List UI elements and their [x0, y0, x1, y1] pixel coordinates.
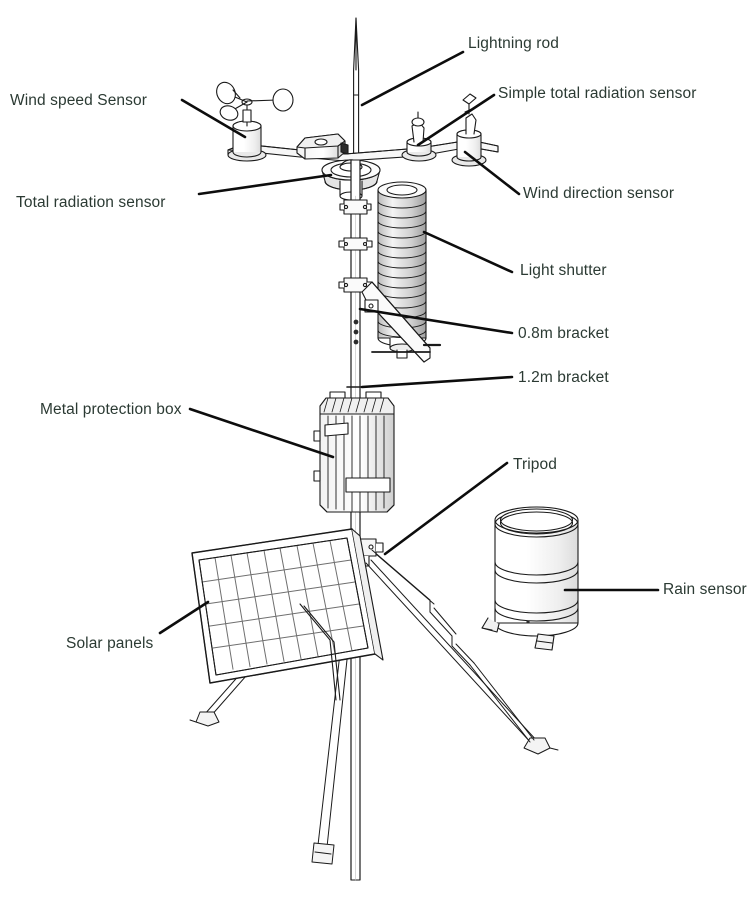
- leader-tripod: [383, 461, 509, 556]
- data-logger-shape: [296, 133, 349, 160]
- label-lightning-rod: Lightning rod: [468, 35, 559, 52]
- solar-panel-shape: [191, 528, 384, 701]
- mast-clamp-mid: [338, 237, 373, 251]
- rain-sensor-shape: [481, 506, 579, 651]
- label-simple-total-radiation-sensor: Simple total radiation sensor: [498, 85, 697, 102]
- label-light-shutter: Light shutter: [520, 262, 607, 279]
- leader-light-shutter: [422, 230, 514, 274]
- leader-1-2m-bracket: [360, 375, 514, 389]
- label-wind-speed-sensor: Wind speed Sensor: [10, 92, 147, 109]
- mast-clamp-upper: [339, 199, 372, 215]
- leader-wind-speed-sensor: [180, 98, 247, 139]
- mast-shape: [350, 159, 361, 881]
- label-1-2m-bracket: 1.2m bracket: [518, 369, 609, 386]
- leader-metal-protection-box: [188, 407, 335, 459]
- leader-lightning-rod: [360, 50, 465, 107]
- leader-wind-direction-sensor: [463, 150, 521, 196]
- mast-fittings: [346, 319, 365, 388]
- leader-simple-total-radiation: [416, 93, 496, 147]
- label-metal-protection-box: Metal protection box: [40, 401, 182, 418]
- metal-protection-box-shape: [313, 391, 395, 513]
- leader-0-8m-bracket: [358, 307, 514, 335]
- anemometer-shape: [216, 81, 294, 162]
- label-total-radiation-sensor: Total radiation sensor: [16, 194, 166, 211]
- lightning-rod-shape: [353, 17, 360, 161]
- leader-total-radiation-sensor: [197, 173, 333, 196]
- label-rain-sensor: Rain sensor: [663, 581, 747, 598]
- label-solar-panels: Solar panels: [66, 635, 154, 652]
- label-wind-direction-sensor: Wind direction sensor: [523, 185, 675, 202]
- leader-lines: [158, 50, 660, 635]
- label-0-8m-bracket: 0.8m bracket: [518, 325, 609, 342]
- leader-solar-panels: [158, 600, 210, 635]
- label-tripod: Tripod: [513, 456, 557, 473]
- light-shutter-shape: [377, 181, 427, 359]
